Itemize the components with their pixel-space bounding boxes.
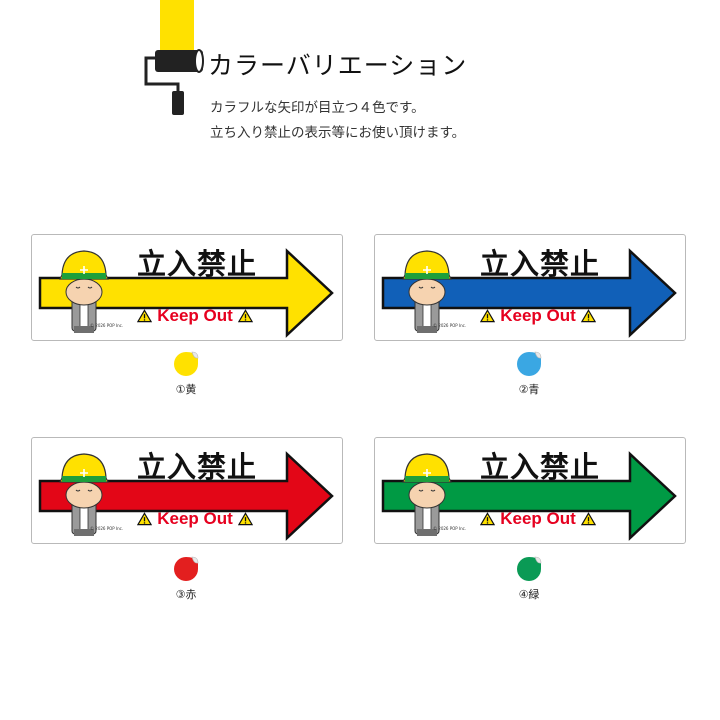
copyright-text: © 2026 POP Inc. (433, 526, 467, 531)
sign-title: 立入禁止 (479, 450, 600, 484)
worker-bow-icon (402, 453, 452, 536)
swatch-label: ③赤 (175, 588, 197, 601)
keep-out-text: Keep Out (157, 509, 233, 528)
sign-title: 立入禁止 (136, 247, 257, 281)
paint-roller-icon (144, 0, 204, 115)
sticker-swatch-icon (174, 556, 199, 581)
keep-out-row: Keep Out (120, 305, 270, 327)
copyright-text: © 2026 POP Inc. (90, 323, 124, 328)
keep-out-text: Keep Out (157, 306, 233, 325)
warning-icon (480, 512, 496, 526)
warning-icon (137, 309, 153, 323)
description-line: カラフルな矢印が目立つ４色です。 (210, 100, 425, 116)
sign-graphic (381, 248, 677, 338)
sign-graphic (38, 451, 334, 541)
sign-title: 立入禁止 (479, 247, 600, 281)
warning-icon (237, 512, 253, 526)
keep-out-row: Keep Out (120, 508, 270, 530)
sign-graphic (38, 248, 334, 338)
keep-out-text: Keep Out (500, 306, 576, 325)
page-description: カラフルな矢印が目立つ４色です。 立ち入り禁止の表示等にお使い頂けます。 (210, 96, 465, 146)
description-line: 立ち入り禁止の表示等にお使い頂けます。 (210, 125, 466, 141)
warning-icon (480, 309, 496, 323)
sticker-swatch-icon (174, 351, 199, 376)
sign-card-red: 立入禁止 Keep Out © 2026 POP Inc. (31, 437, 343, 544)
worker-bow-icon (402, 250, 452, 333)
worker-bow-icon (59, 453, 109, 536)
warning-icon (580, 309, 596, 323)
sign-card-green: 立入禁止 Keep Out © 2026 POP Inc. (374, 437, 686, 544)
sign-card-yellow: 立入禁止 Keep Out © 2026 POP Inc. (31, 234, 343, 341)
keep-out-row: Keep Out (463, 508, 613, 530)
sticker-swatch-icon (517, 556, 542, 581)
copyright-text: © 2026 POP Inc. (433, 323, 467, 328)
keep-out-row: Keep Out (463, 305, 613, 327)
warning-icon (580, 512, 596, 526)
sign-card-blue: 立入禁止 Keep Out © 2026 POP Inc. (374, 234, 686, 341)
swatch-label: ④緑 (518, 588, 540, 601)
sticker-swatch-icon (517, 351, 542, 376)
keep-out-text: Keep Out (500, 509, 576, 528)
copyright-text: © 2026 POP Inc. (90, 526, 124, 531)
warning-icon (237, 309, 253, 323)
sign-title: 立入禁止 (136, 450, 257, 484)
sign-graphic (381, 451, 677, 541)
warning-icon (137, 512, 153, 526)
swatch-label: ②青 (518, 383, 540, 396)
page-title: カラーバリエーション (208, 51, 468, 80)
swatch-label: ①黄 (175, 383, 197, 396)
worker-bow-icon (59, 250, 109, 333)
